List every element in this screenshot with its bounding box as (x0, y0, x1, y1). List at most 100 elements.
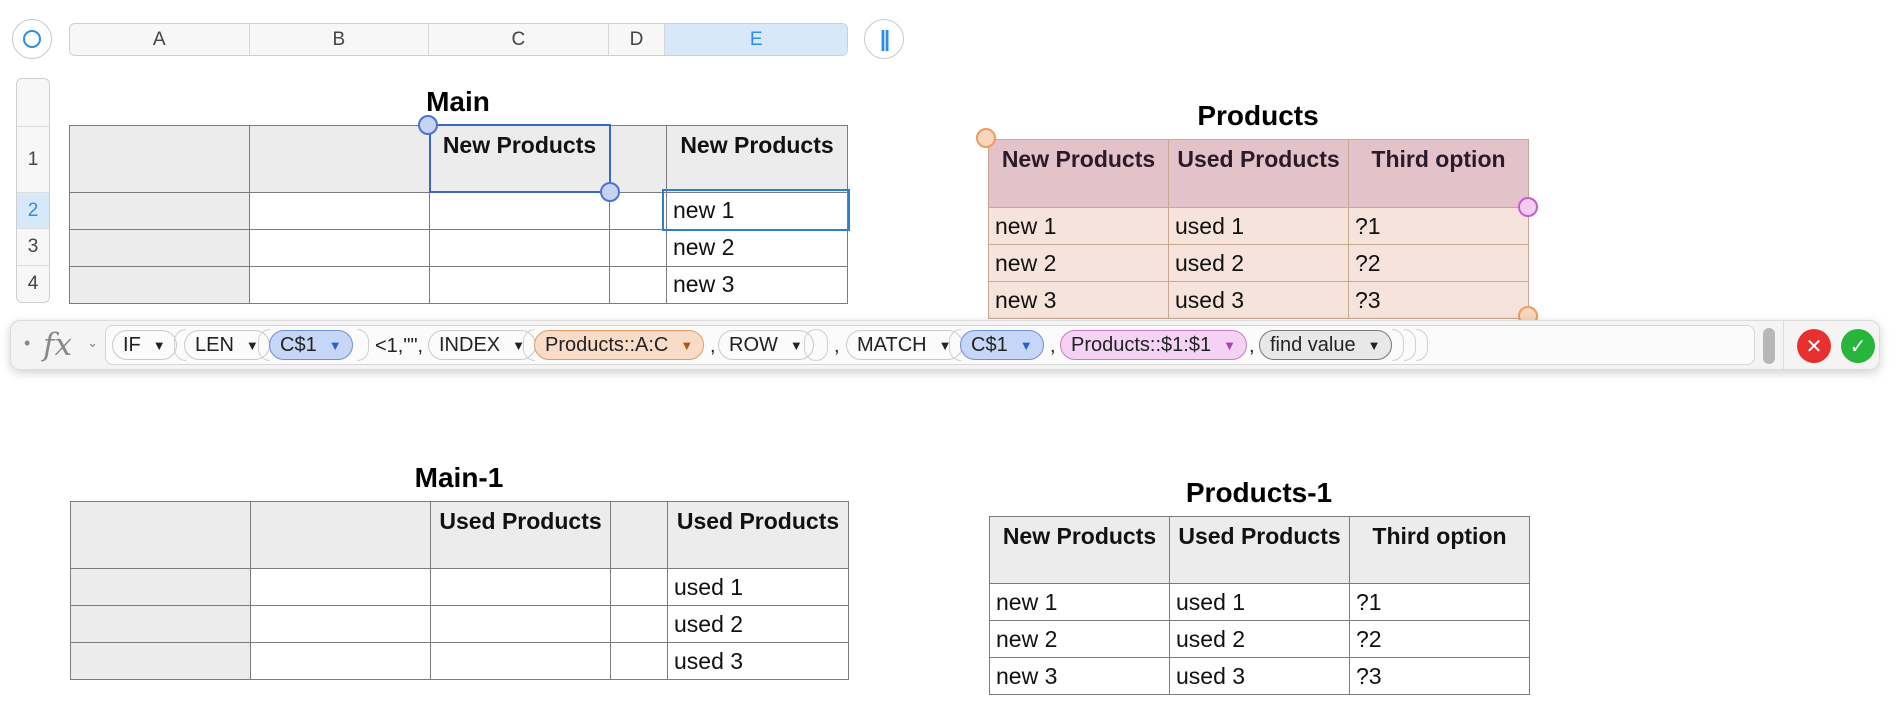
header-cell[interactable]: New Products (988, 139, 1169, 208)
header-cell[interactable]: New Products (989, 516, 1170, 584)
token-ref-c1-match[interactable]: C$1▼ (960, 330, 1044, 360)
table-cell[interactable] (429, 191, 610, 230)
table-cell[interactable]: ?2 (1348, 244, 1529, 282)
header-cell[interactable] (609, 124, 667, 193)
table-cell[interactable]: ?1 (1349, 583, 1530, 621)
header-cell[interactable] (250, 501, 431, 569)
row-header-1[interactable]: 1 (17, 126, 49, 192)
table-cell[interactable]: used 3 (1168, 281, 1349, 319)
table-cell[interactable]: used 2 (1168, 244, 1349, 282)
selection-handle-bottom-right[interactable] (600, 182, 620, 202)
row-header-3[interactable]: 3 (17, 228, 49, 265)
column-header-e[interactable]: E (665, 24, 847, 55)
table-cell[interactable] (429, 265, 610, 304)
table-cell[interactable]: new 1 (988, 207, 1169, 245)
table-cell[interactable] (430, 605, 611, 643)
table-cell[interactable]: new 3 (989, 657, 1170, 695)
header-cell[interactable]: Third option (1349, 516, 1530, 584)
token-ref-products-row1[interactable]: Products::$1:$1▼ (1060, 330, 1247, 360)
table-cell[interactable] (430, 642, 611, 680)
token-ref-products-ac[interactable]: Products::A:C▼ (534, 330, 705, 360)
dropdown-icon[interactable]: ▼ (789, 337, 803, 353)
table-cell[interactable]: new 3 (666, 265, 848, 304)
column-header-b[interactable]: B (250, 24, 430, 55)
table-cell[interactable]: used 1 (667, 568, 849, 606)
table-cell[interactable] (610, 642, 668, 680)
header-cell[interactable] (69, 124, 250, 193)
formula-editor[interactable]: IF▼ LEN▼ C$1▼ <1,"", INDEX▼ Products::A:… (105, 325, 1755, 365)
header-cell[interactable]: Used Products (1169, 516, 1350, 584)
table-cell[interactable] (69, 265, 250, 304)
header-cell[interactable] (70, 501, 251, 569)
dropdown-icon[interactable]: ▼ (245, 337, 259, 353)
table-cell[interactable]: used 2 (1169, 620, 1350, 658)
formula-bar-grip[interactable]: • (24, 333, 31, 353)
table-cell[interactable]: new 2 (989, 620, 1170, 658)
header-cell[interactable] (249, 124, 430, 193)
table-cell[interactable]: new 1 (989, 583, 1170, 621)
header-cell[interactable]: New Products (666, 124, 848, 193)
header-cell[interactable]: Used Products (667, 501, 849, 569)
dropdown-icon[interactable]: ▼ (512, 337, 525, 353)
accept-formula-button[interactable]: ✓ (1841, 329, 1875, 363)
column-header-c[interactable]: C (429, 24, 609, 55)
table-cell[interactable]: ?3 (1348, 281, 1529, 319)
table-cell[interactable]: new 2 (988, 244, 1169, 282)
table-cell[interactable]: new 3 (988, 281, 1169, 319)
token-find-value[interactable]: find value▼ (1259, 330, 1392, 360)
table-cell[interactable]: ?3 (1349, 657, 1530, 695)
formula-scrollbar[interactable] (1763, 328, 1775, 364)
row-header-4[interactable]: 4 (17, 265, 49, 302)
column-header-a[interactable]: A (70, 24, 250, 55)
token-row[interactable]: ROW▼ (718, 330, 814, 360)
header-cell[interactable] (610, 501, 668, 569)
dropdown-icon[interactable]: ▼ (1367, 337, 1381, 353)
table-cell[interactable] (69, 228, 250, 267)
table-cell[interactable]: ?2 (1349, 620, 1530, 658)
header-cell-selected[interactable]: New Products (428, 124, 611, 193)
header-cell[interactable]: Used Products (430, 501, 611, 569)
dropdown-icon[interactable]: ▼ (328, 337, 342, 353)
header-cell[interactable]: Third option (1348, 139, 1529, 208)
table-cell[interactable] (430, 568, 611, 606)
row-header-2[interactable]: 2 (17, 192, 49, 228)
table-cell[interactable] (249, 228, 430, 267)
cancel-formula-button[interactable]: ✕ (1797, 329, 1831, 363)
table-cell[interactable]: used 2 (667, 605, 849, 643)
dropdown-icon[interactable]: ▼ (152, 337, 166, 353)
header-cell[interactable]: Used Products (1168, 139, 1349, 208)
range-handle-top-left[interactable] (976, 128, 996, 148)
pause-button[interactable]: || (864, 19, 904, 59)
table-cell[interactable]: ?1 (1348, 207, 1529, 245)
table-cell[interactable] (70, 642, 251, 680)
table-cell[interactable]: used 3 (1169, 657, 1350, 695)
table-cell[interactable] (250, 605, 431, 643)
fx-icon[interactable]: fx (43, 327, 72, 363)
table-cell[interactable] (610, 605, 668, 643)
table-cell[interactable] (249, 265, 430, 304)
column-header-d[interactable]: D (609, 24, 666, 55)
active-cell[interactable]: new 1 (666, 191, 848, 230)
table-cell[interactable]: used 1 (1168, 207, 1349, 245)
token-if[interactable]: IF▼ (112, 330, 177, 360)
token-index[interactable]: INDEX▼ (428, 330, 536, 360)
token-match[interactable]: MATCH▼ (846, 330, 963, 360)
table-cell[interactable] (69, 191, 250, 230)
token-len[interactable]: LEN▼ (184, 330, 270, 360)
select-all-button[interactable] (12, 19, 52, 59)
range-handle-right[interactable] (1518, 197, 1538, 217)
table-cell[interactable]: used 3 (667, 642, 849, 680)
table-cell[interactable] (609, 265, 667, 304)
table-cell[interactable] (250, 568, 431, 606)
table-cell[interactable] (70, 605, 251, 643)
selection-handle-top-left[interactable] (418, 115, 438, 135)
dropdown-icon[interactable]: ▼ (680, 337, 694, 353)
table-cell[interactable]: new 2 (666, 228, 848, 267)
token-ref-c1[interactable]: C$1▼ (269, 330, 353, 360)
table-cell[interactable]: used 1 (1169, 583, 1350, 621)
table-cell[interactable] (610, 568, 668, 606)
dropdown-icon[interactable]: ▼ (1019, 337, 1033, 353)
table-cell[interactable] (609, 228, 667, 267)
fx-chevron-icon[interactable]: ⌄ (87, 335, 98, 350)
table-cell[interactable] (429, 228, 610, 267)
